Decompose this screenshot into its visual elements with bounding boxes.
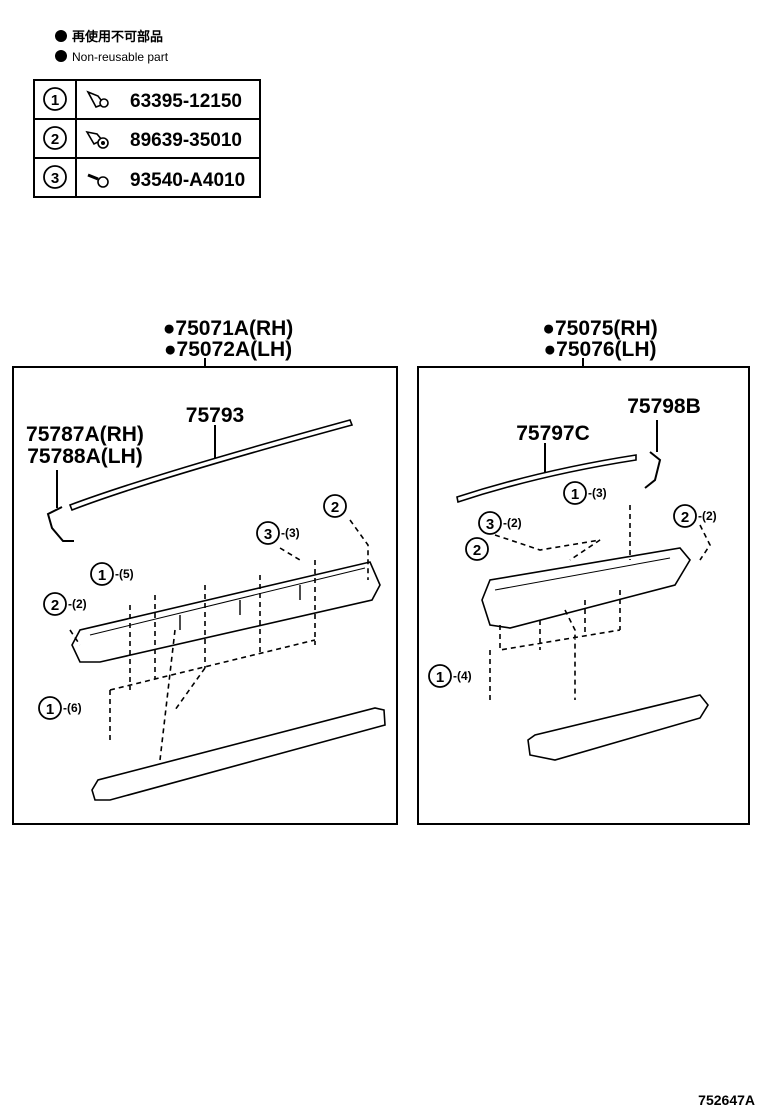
assembly-lh-label: ●75072A(LH) bbox=[164, 338, 292, 361]
callout-ref: 1 bbox=[571, 486, 579, 503]
ref-number: 2 bbox=[51, 131, 59, 148]
callout-qty: -(5) bbox=[115, 567, 134, 581]
callout: 2 bbox=[323, 494, 347, 518]
callout-ref: 2 bbox=[681, 509, 689, 526]
callout: 1 -(4) bbox=[428, 664, 472, 688]
strip-label: 75793 bbox=[186, 404, 244, 427]
part-number: 93540-A4010 bbox=[130, 170, 245, 191]
end-cap-rh-label: 75787A(RH) bbox=[26, 423, 144, 446]
callout: 1 -(3) bbox=[563, 481, 607, 505]
callout-ref: 2 bbox=[331, 499, 339, 516]
legend-japanese: 再使用不可部品 bbox=[72, 29, 163, 44]
callout: 2 -(2) bbox=[673, 504, 717, 528]
callout: 1 -(6) bbox=[38, 696, 82, 720]
callout-ref: 1 bbox=[436, 669, 444, 686]
callout-qty: -(6) bbox=[63, 701, 82, 715]
garnish-panel bbox=[481, 547, 691, 629]
non-reusable-bullet-icon bbox=[55, 30, 67, 42]
callout-ref: 2 bbox=[51, 597, 59, 614]
assembly-rh-label: ●75071A(RH) bbox=[163, 317, 294, 340]
figure-id: 752647A bbox=[698, 1092, 755, 1108]
callout-qty: -(3) bbox=[588, 486, 607, 500]
table-row: 3 93540-A4010 bbox=[43, 165, 245, 191]
non-reusable-bullet-icon bbox=[55, 50, 67, 62]
end-cap-lh-label: 75788A(LH) bbox=[27, 445, 143, 468]
callout-qty: -(2) bbox=[68, 597, 87, 611]
legend: 再使用不可部品 Non-reusable part bbox=[55, 29, 169, 64]
callout-qty: -(4) bbox=[453, 669, 472, 683]
part-number: 63395-12150 bbox=[130, 91, 242, 112]
assembly-rh-label: ●75075(RH) bbox=[542, 317, 657, 340]
ref-number: 3 bbox=[51, 170, 59, 187]
parts-table: 1 63395-12150 2 89639-35010 3 93540-A401… bbox=[33, 79, 261, 198]
garnish-panel bbox=[71, 561, 381, 663]
strip-label: 75797C bbox=[516, 422, 590, 445]
moulding-strip bbox=[68, 419, 354, 512]
clip-washer-icon bbox=[85, 130, 109, 149]
ref-number: 1 bbox=[51, 92, 59, 109]
lower-moulding bbox=[527, 694, 709, 761]
screw-icon bbox=[87, 173, 109, 188]
right-assembly: ●75075(RH) ●75076(LH) 75797C 75798B 1 -(… bbox=[417, 317, 750, 825]
table-row: 1 63395-12150 bbox=[43, 87, 242, 112]
end-piece-label: 75798B bbox=[627, 395, 701, 418]
callout-ref: 3 bbox=[486, 516, 494, 533]
table-row: 2 89639-35010 bbox=[43, 126, 242, 151]
end-piece bbox=[644, 451, 662, 489]
callout-qty: -(3) bbox=[281, 526, 300, 540]
assembly-lh-label: ●75076(LH) bbox=[543, 338, 656, 361]
callout: 1 -(5) bbox=[90, 562, 134, 586]
callout: 2 -(2) bbox=[43, 592, 87, 616]
callout: 2 bbox=[465, 537, 489, 561]
callout-ref: 1 bbox=[46, 701, 54, 718]
callout-qty: -(2) bbox=[698, 509, 717, 523]
callout-qty: -(2) bbox=[503, 516, 522, 530]
callout-ref: 3 bbox=[264, 526, 272, 543]
moulding-strip bbox=[456, 454, 637, 504]
lower-moulding bbox=[91, 707, 386, 801]
callout-ref: 1 bbox=[98, 567, 106, 584]
callout: 3 -(2) bbox=[478, 511, 522, 535]
legend-english: Non-reusable part bbox=[72, 50, 169, 64]
callout: 3 -(3) bbox=[256, 521, 300, 545]
left-assembly: ●75071A(RH) ●75072A(LH) 75793 75787A(RH)… bbox=[12, 317, 398, 825]
callout-ref: 2 bbox=[473, 542, 481, 559]
part-number: 89639-35010 bbox=[130, 130, 242, 151]
clip-icon bbox=[86, 90, 109, 108]
end-cap bbox=[46, 506, 74, 542]
